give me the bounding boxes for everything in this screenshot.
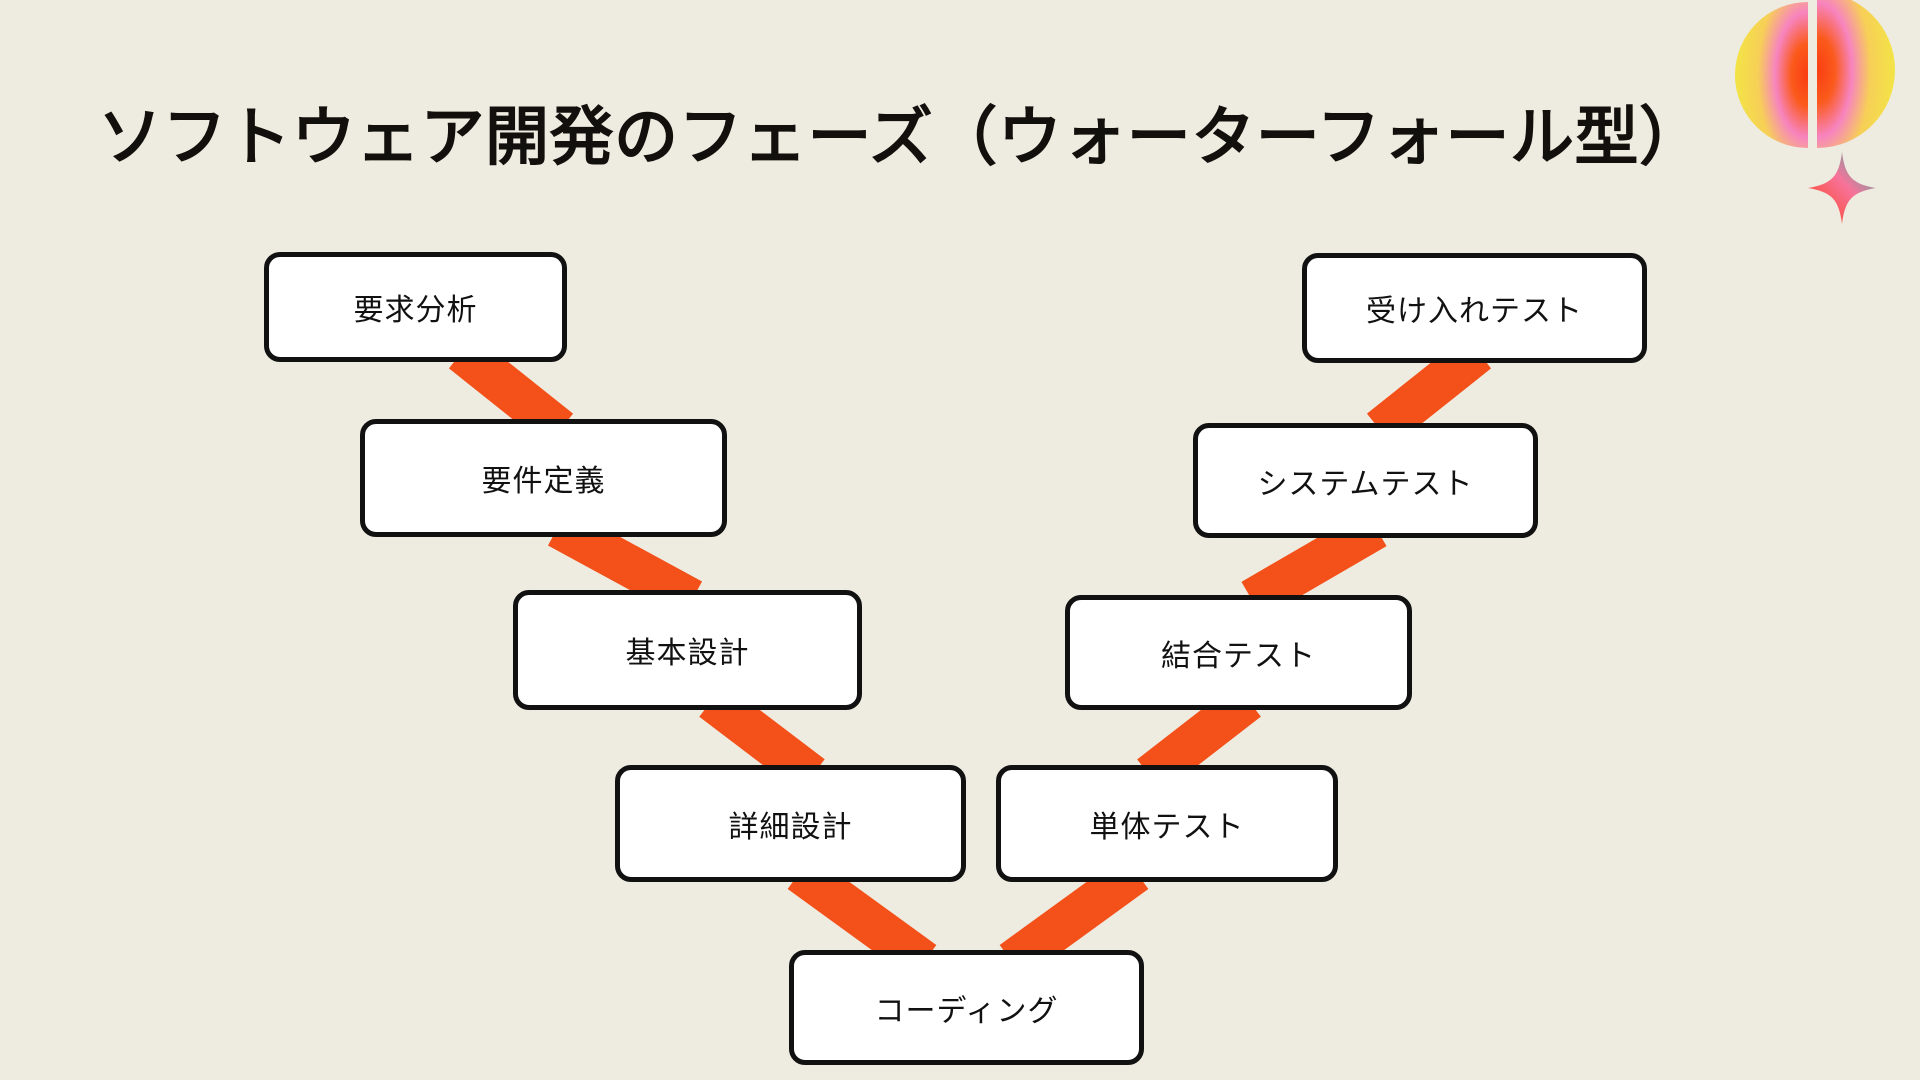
connector-system-test-to-acceptance-test [1366, 335, 1492, 447]
phase-box-coding[interactable]: コーディング [789, 950, 1144, 1065]
page-title: ソフトウェア開発のフェーズ（ウォーターフォール型） [98, 100, 1704, 173]
connector-basic-design-to-detailed-design [699, 683, 825, 793]
connector-unit-test-to-integration-test [1137, 683, 1261, 793]
phase-box-unit-test[interactable]: 単体テスト [996, 765, 1338, 882]
phase-box-requirements-definition[interactable]: 要件定義 [360, 419, 727, 537]
connector-coding-to-unit-test [999, 855, 1149, 979]
phase-box-detailed-design[interactable]: 詳細設計 [615, 765, 966, 882]
phase-box-integration-test[interactable]: 結合テスト [1065, 595, 1412, 710]
connector-requirements-analysis-to-requirements-definition [448, 335, 574, 447]
phase-box-basic-design[interactable]: 基本設計 [513, 590, 862, 710]
phase-box-system-test[interactable]: システムテスト [1193, 423, 1538, 538]
connector-integration-test-to-system-test [1241, 509, 1387, 619]
phase-box-acceptance-test[interactable]: 受け入れテスト [1302, 253, 1647, 363]
connector-requirements-definition-to-basic-design [547, 508, 703, 619]
connector-detailed-design-to-coding [787, 855, 937, 979]
phase-box-requirements-analysis[interactable]: 要求分析 [264, 252, 567, 362]
